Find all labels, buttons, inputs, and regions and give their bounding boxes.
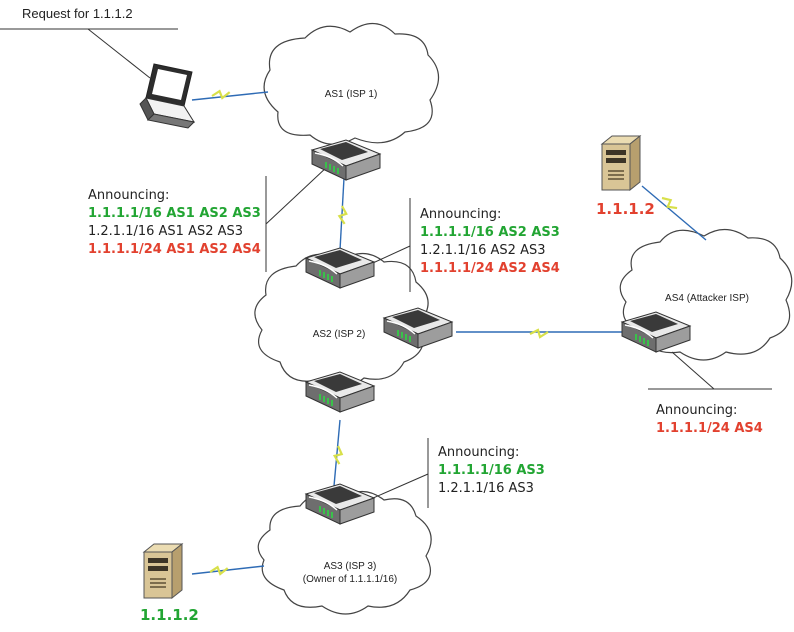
cloud-label-as3-line2: (Owner of 1.1.1.1/16) [302,574,398,585]
cloud-label-as1: AS1 (ISP 1) [324,89,378,100]
route-entry: 1.1.1.1/24 AS2 AS4 [420,261,560,276]
lightning-icon [333,444,344,466]
announcement-heading: Announcing: [438,445,520,460]
announcement-heading: Announcing: [88,188,170,203]
route-entry: 1.1.1.1/24 AS4 [656,421,763,436]
network-links [191,91,707,575]
announcement-as4: Announcing: 1.1.1.1/24 AS4 [656,402,763,438]
lightning-icon [528,328,550,339]
route-entry: 1.2.1.1/16 AS3 [438,481,534,496]
router-icon-as1 [311,139,381,181]
request-pointer [87,28,151,79]
announcement-as1: Announcing: 1.1.1.1/16 AS1 AS2 AS3 1.2.1… [88,187,261,259]
route-entry: 1.1.1.1/16 AS1 AS2 AS3 [88,206,261,221]
cloud-as1 [263,22,440,145]
cloud-label-as4: AS4 (Attacker ISP) [665,293,749,304]
announcement-as2: Announcing: 1.1.1.1/16 AS2 AS3 1.2.1.1/1… [420,206,560,278]
laptop-icon [139,63,196,129]
announcement-heading: Announcing: [656,403,738,418]
route-entry: 1.2.1.1/16 AS1 AS2 AS3 [88,224,244,239]
attacker-server-ip: 1.1.1.2 [596,200,655,218]
route-entry: 1.2.1.1/16 AS2 AS3 [420,243,546,258]
cloud-label-as3: AS3 (ISP 3) (Owner of 1.1.1.1/16) [290,560,410,586]
announcement-as3: Announcing: 1.1.1.1/16 AS3 1.2.1.1/16 AS… [438,444,545,498]
lightning-icon [337,204,348,226]
owner-server-ip: 1.1.1.2 [140,606,199,624]
announcement-heading: Announcing: [420,207,502,222]
lightning-icon [208,565,230,577]
cloud-label-as3-line1: AS3 (ISP 3) [323,561,377,572]
route-entry: 1.1.1.1/24 AS1 AS2 AS4 [88,242,261,257]
route-entry: 1.1.1.1/16 AS2 AS3 [420,225,560,240]
server-icon-attacker [601,135,641,191]
route-entry: 1.1.1.1/16 AS3 [438,463,545,478]
cloud-label-as2: AS2 (ISP 2) [312,329,366,340]
annotation-lines [265,165,772,508]
server-icon-owner [143,543,183,599]
request-label: Request for 1.1.1.2 [22,6,133,21]
